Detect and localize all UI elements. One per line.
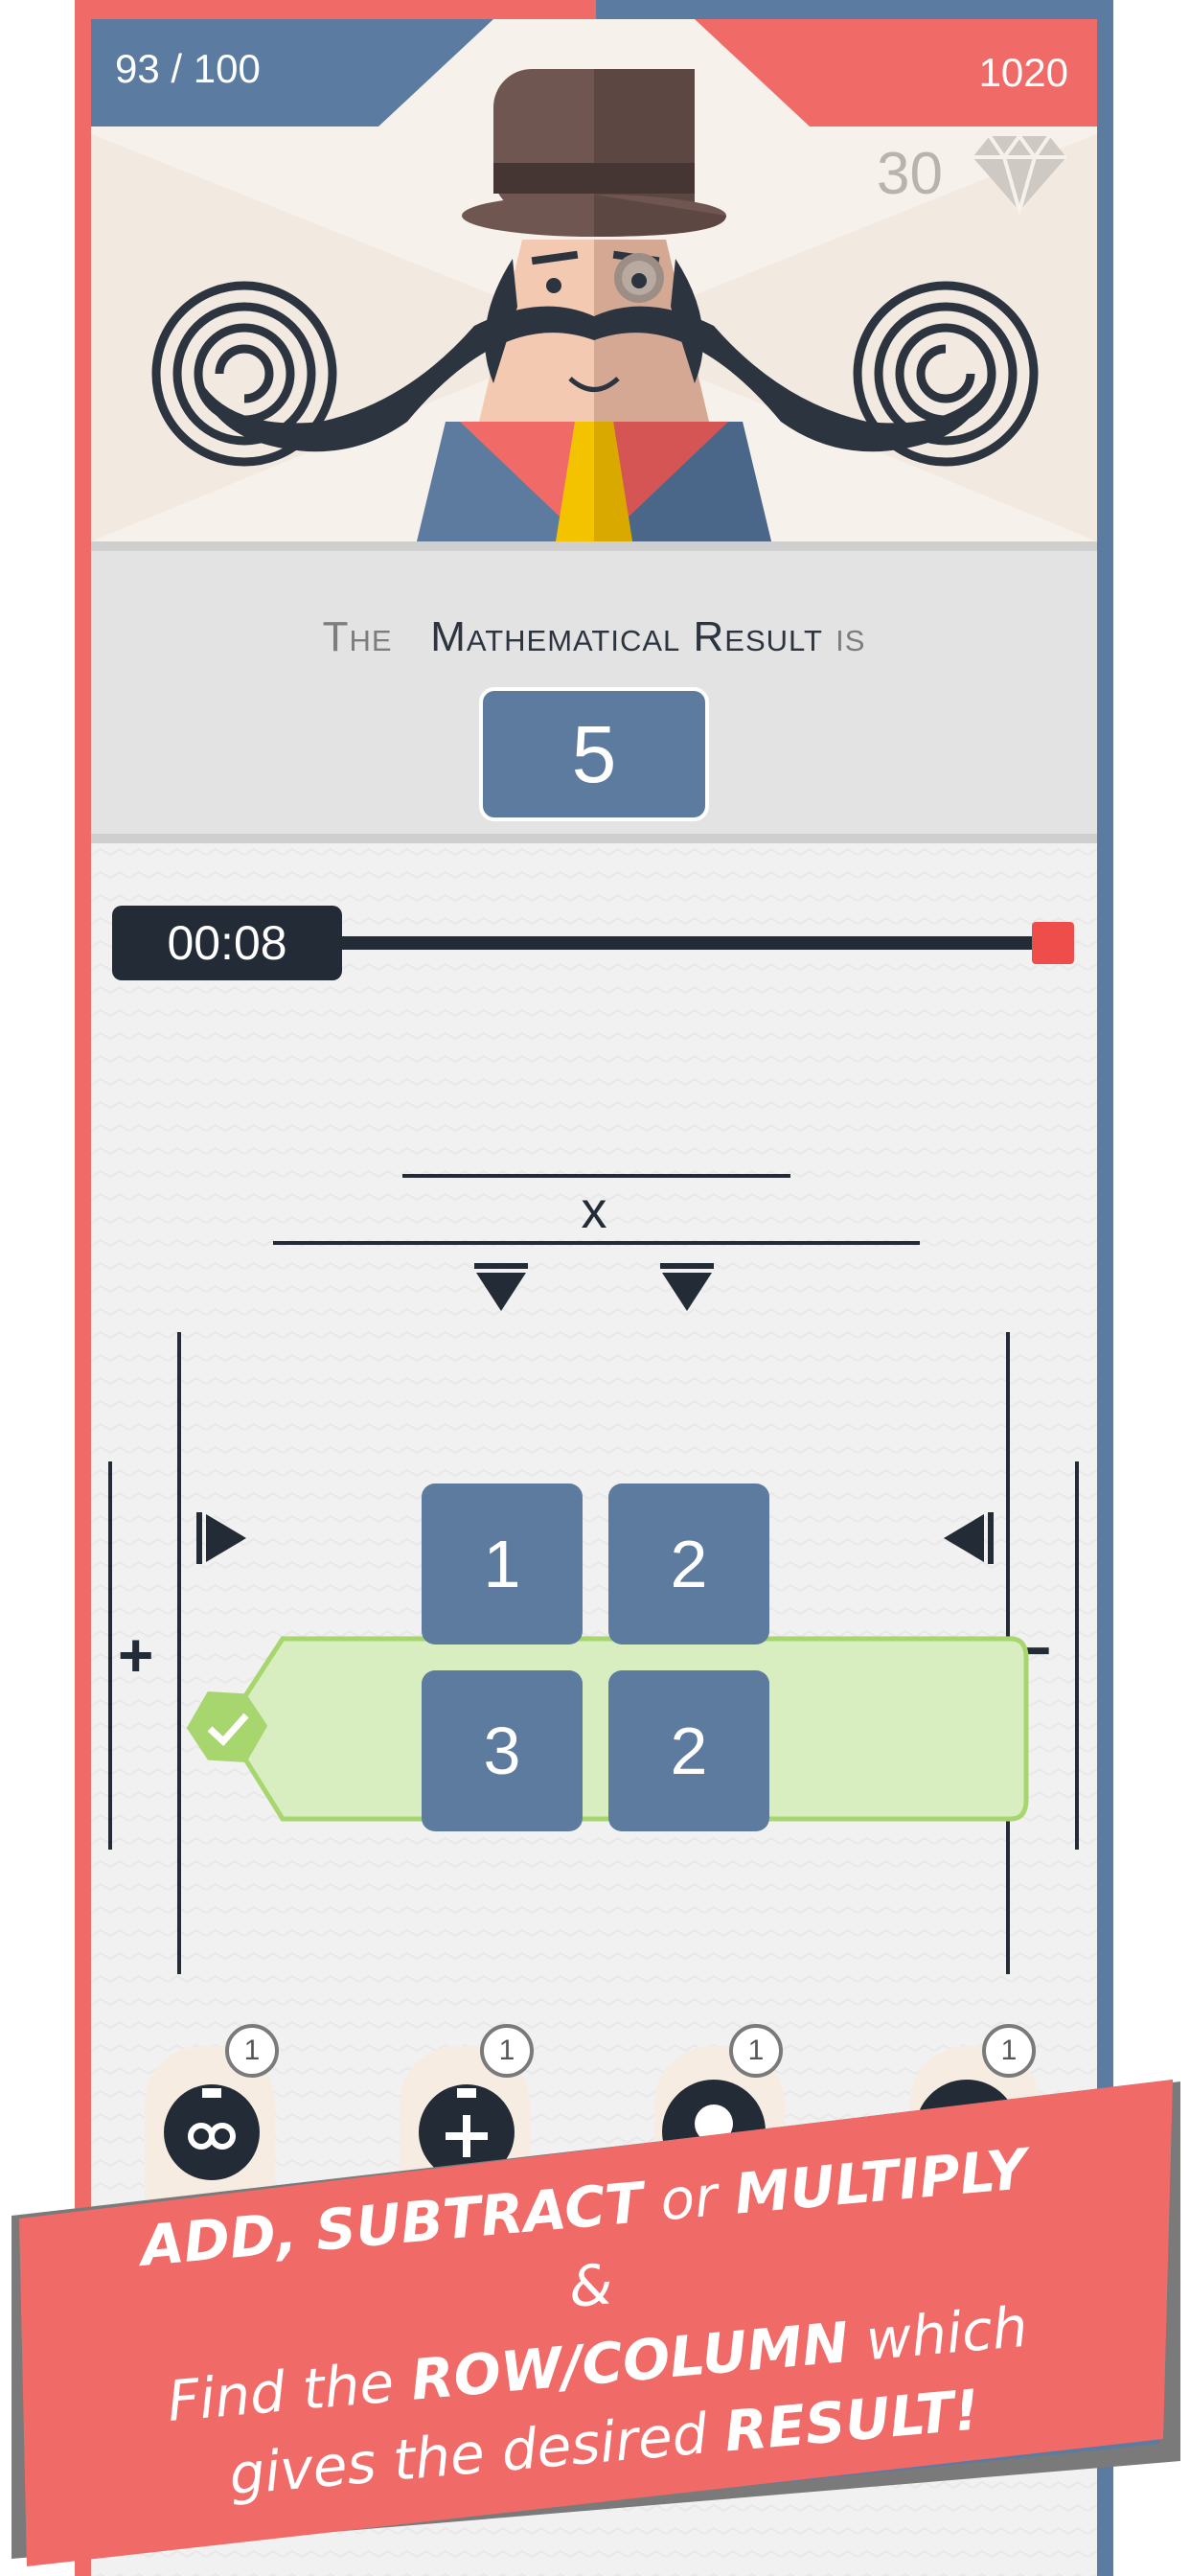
left-bracket-outer <box>108 1461 112 1850</box>
prompt-main: Mathematical Result <box>430 613 823 660</box>
diamond-icon <box>973 132 1066 218</box>
target-result: 5 <box>479 687 709 821</box>
powerup-menu-count: 1 <box>982 2024 1036 2078</box>
character-illustration <box>91 19 1097 541</box>
tile-r1-c1[interactable]: 1 <box>422 1484 583 1644</box>
promo-banner <box>11 2080 1180 2566</box>
prompt-the: The <box>322 613 393 660</box>
score-band <box>695 19 1097 126</box>
checkmark-icon <box>187 1690 267 1763</box>
powerup-infinite-time-count: 1 <box>225 2024 279 2078</box>
progress-band <box>91 19 493 126</box>
banner-result: RESULT! <box>721 2377 982 2465</box>
column-operator-line-bottom <box>273 1241 920 1245</box>
column-operator: x <box>581 1182 607 1239</box>
gem-count: 30 <box>877 141 943 207</box>
banner-which: which <box>845 2293 1031 2375</box>
banner-find: Find the <box>164 2347 415 2434</box>
timer-end-marker <box>1032 922 1074 964</box>
column-operator-line-top <box>402 1174 790 1178</box>
timer-display: 00:08 <box>112 906 342 980</box>
question-panel: The Mathematical Result is 5 <box>91 541 1097 843</box>
tile-r2-c2[interactable]: 2 <box>608 1670 769 1831</box>
level-progress: 93 / 100 <box>115 46 261 91</box>
row-1-right-arrow-icon[interactable] <box>942 1512 994 1564</box>
column-1-arrow-icon[interactable] <box>474 1263 528 1313</box>
result-prompt: The Mathematical Result is <box>91 613 1097 661</box>
powerup-hint-count: 1 <box>729 2024 783 2078</box>
banner-or: or <box>640 2161 738 2235</box>
prompt-is: is <box>835 613 866 660</box>
powerup-add-time-count: 1 <box>480 2024 534 2078</box>
left-bracket-inner <box>177 1332 181 1974</box>
character-header: 93 / 100 1020 30 <box>91 19 1097 541</box>
column-2-arrow-icon[interactable] <box>660 1263 714 1313</box>
timer-track <box>331 936 1040 950</box>
score-value: 1020 <box>978 50 1068 95</box>
tile-r1-c2[interactable]: 2 <box>608 1484 769 1644</box>
tile-r2-c1[interactable]: 3 <box>422 1670 583 1831</box>
right-bracket-outer <box>1075 1461 1079 1850</box>
row-operator-left: + <box>118 1621 154 1690</box>
row-1-left-arrow-icon[interactable] <box>196 1512 248 1564</box>
infinite-time-icon <box>164 2084 260 2180</box>
